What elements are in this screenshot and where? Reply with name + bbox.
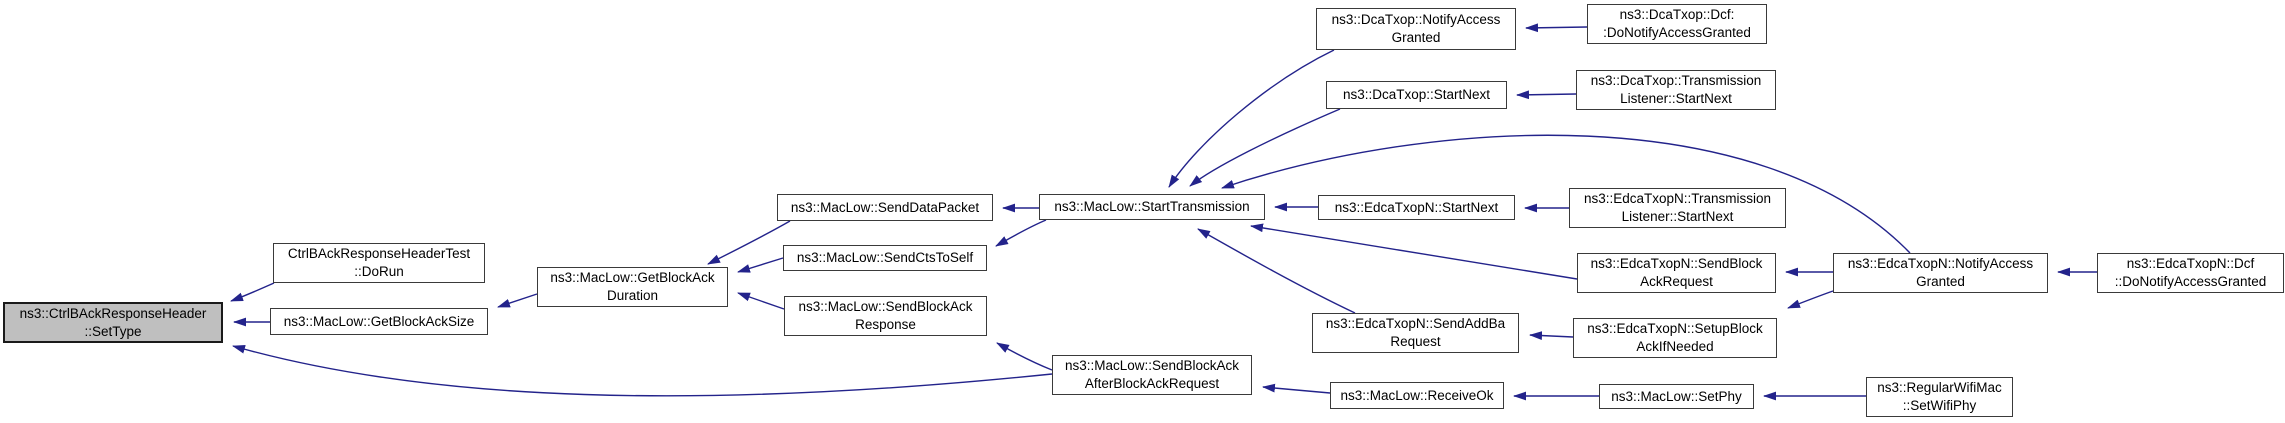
graph-node-dcalistener[interactable]: ns3::DcaTxop::Transmission Listener::Sta… <box>1576 70 1776 110</box>
edge-sendbar-starttransmission <box>1250 223 1578 280</box>
graph-node-getblockacksize[interactable]: ns3::MacLow::GetBlockAckSize <box>270 308 488 335</box>
graph-node-setwifiphy[interactable]: ns3::RegularWifiMac ::SetWifiPhy <box>1866 377 2013 417</box>
graph-node-setphy[interactable]: ns3::MacLow::SetPhy <box>1599 384 1754 409</box>
graph-node-sendctstoself[interactable]: ns3::MacLow::SendCtsToSelf <box>783 245 987 271</box>
graph-node-sendaddba[interactable]: ns3::EdcaTxopN::SendAddBa Request <box>1312 313 1519 353</box>
edge-getblockackduration-getblockacksize <box>497 293 538 308</box>
edge-dorun-settype <box>230 282 275 302</box>
graph-node-sendblockackresp[interactable]: ns3::MacLow::SendBlockAck Response <box>784 296 987 336</box>
edge-setupblockack-sendaddba <box>1529 331 1574 340</box>
edge-sendctstoself-getblockackduration <box>737 257 784 273</box>
graph-node-dcastartnext[interactable]: ns3::DcaTxop::StartNext <box>1326 81 1507 109</box>
edge-starttransmission-sendctstoself <box>995 219 1047 247</box>
edge-sendblockackresp-getblockackduration <box>737 292 785 310</box>
graph-node-setupblockack[interactable]: ns3::EdcaTxopN::SetupBlock AckIfNeeded <box>1573 318 1777 358</box>
graph-node-edcadcf[interactable]: ns3::EdcaTxopN::Dcf ::DoNotifyAccessGran… <box>2097 253 2284 293</box>
edge-senddatapacket-getblockackduration <box>707 220 791 265</box>
edge-receiveok-sendbaafterbar <box>1262 383 1331 394</box>
graph-node-sendbar[interactable]: ns3::EdcaTxopN::SendBlock AckRequest <box>1577 253 1776 293</box>
graph-node-dcanotify[interactable]: ns3::DcaTxop::NotifyAccess Granted <box>1316 8 1516 50</box>
graph-node-edcastartnext[interactable]: ns3::EdcaTxopN::StartNext <box>1318 195 1515 220</box>
edge-edcanotify-setupblockack <box>1787 290 1834 309</box>
edge-sendaddba-starttransmission <box>1197 228 1356 314</box>
edge-dcadcf-dcanotify <box>1525 23 1588 33</box>
graph-node-edcanotify[interactable]: ns3::EdcaTxopN::NotifyAccess Granted <box>1833 253 2048 293</box>
graph-node-starttransmission[interactable]: ns3::MacLow::StartTransmission <box>1039 194 1265 220</box>
graph-node-receiveok[interactable]: ns3::MacLow::ReceiveOk <box>1330 382 1504 409</box>
graph-node-dcadcf[interactable]: ns3::DcaTxop::Dcf: :DoNotifyAccessGrante… <box>1587 4 1767 44</box>
edge-dcastartnext-starttransmission <box>1189 108 1341 187</box>
graph-node-settype[interactable]: ns3::CtrlBAckResponseHeader ::SetType <box>3 302 223 343</box>
edge-sendbaafterbar-sendblockackresp <box>996 342 1053 371</box>
graph-node-dorun[interactable]: CtrlBAckResponseHeaderTest ::DoRun <box>273 243 485 283</box>
edge-dcanotify-starttransmission <box>1168 49 1335 188</box>
graph-node-getblockackduration[interactable]: ns3::MacLow::GetBlockAck Duration <box>537 267 728 307</box>
edge-dcalistener-dcastartnext <box>1516 90 1577 100</box>
graph-node-sendbaafterbar[interactable]: ns3::MacLow::SendBlockAck AfterBlockAckR… <box>1052 355 1252 395</box>
graph-node-senddatapacket[interactable]: ns3::MacLow::SendDataPacket <box>777 194 993 221</box>
graph-node-edcalistener[interactable]: ns3::EdcaTxopN::Transmission Listener::S… <box>1569 188 1786 228</box>
edge-sendbaafterbar-settype <box>232 345 1053 397</box>
